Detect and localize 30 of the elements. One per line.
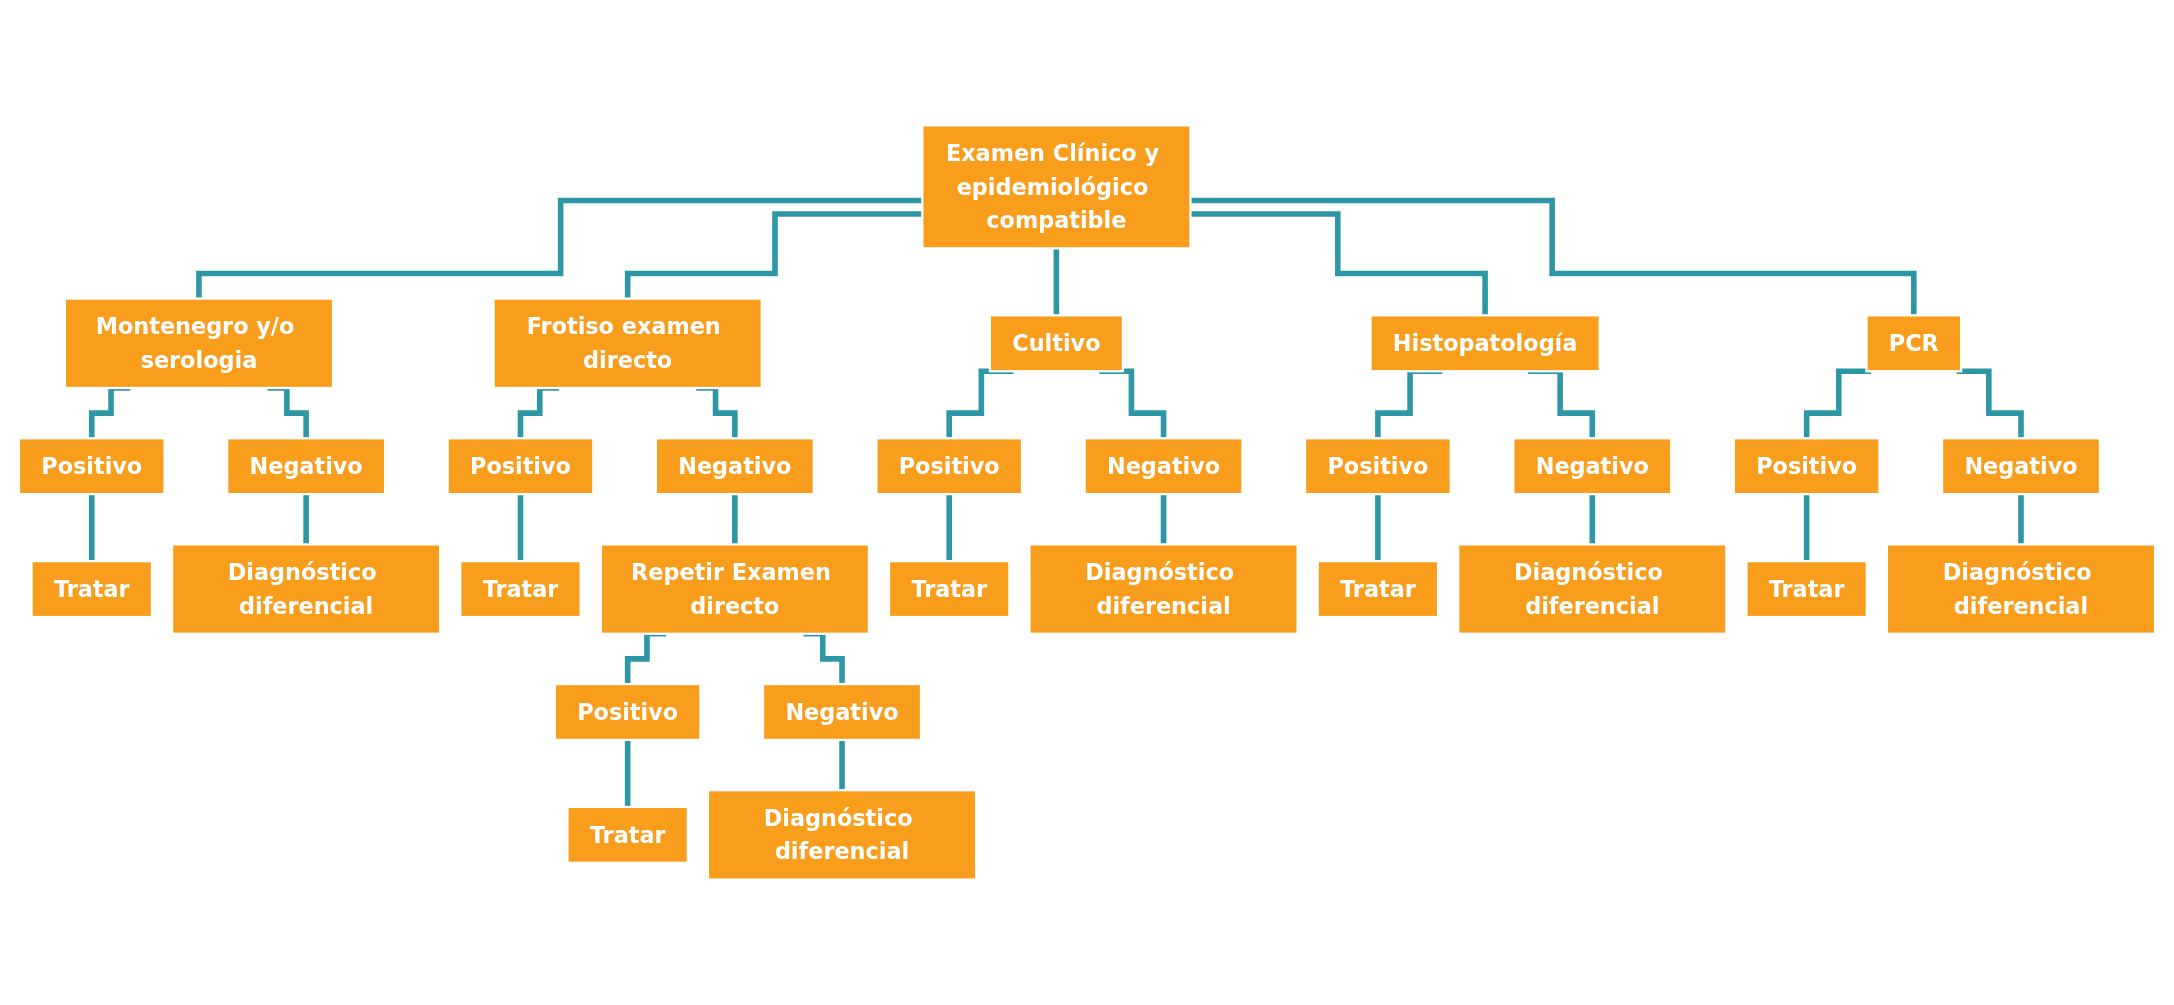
node-box: Negativo (654, 437, 815, 496)
node-box: Tratar (30, 560, 154, 619)
node-box: Tratar (887, 560, 1011, 619)
node-box: Positivo (17, 437, 166, 496)
node-box: Negativo (761, 682, 923, 742)
node-box: Cultivo (988, 314, 1124, 373)
node-box: Examen Clínico y epidemiológico compatible (921, 124, 1192, 250)
node-box: Diagnóstico diferencial (1028, 543, 1299, 635)
node-box: Negativo (1083, 437, 1244, 496)
node-box: Positivo (1732, 437, 1881, 496)
node-box: Histopatología (1369, 314, 1601, 373)
node-box: Negativo (1940, 437, 2102, 496)
node-box: Frotiso examen directo (492, 297, 763, 390)
node-box: Montenegro y/o serologia (63, 297, 335, 390)
node-box: Positivo (875, 437, 1024, 496)
node-box: Diagnóstico diferencial (1885, 543, 2157, 635)
node-box: PCR (1865, 314, 1963, 373)
node-box: Tratar (1745, 560, 1868, 619)
node-box: Positivo (1304, 437, 1452, 496)
node-box: Tratar (566, 805, 689, 864)
node-box: Diagnóstico diferencial (170, 543, 442, 635)
node-box: Tratar (459, 560, 582, 619)
node-box: Negativo (1512, 437, 1673, 496)
node-box: Tratar (1316, 560, 1440, 619)
node-box: Negativo (226, 437, 387, 496)
node-box: Positivo (553, 682, 702, 742)
node-box: Diagnóstico diferencial (1457, 543, 1728, 635)
node-box: Diagnóstico diferencial (706, 789, 978, 881)
node-box: Repetir Examen directo (599, 543, 870, 635)
node-box: Positivo (446, 437, 595, 496)
